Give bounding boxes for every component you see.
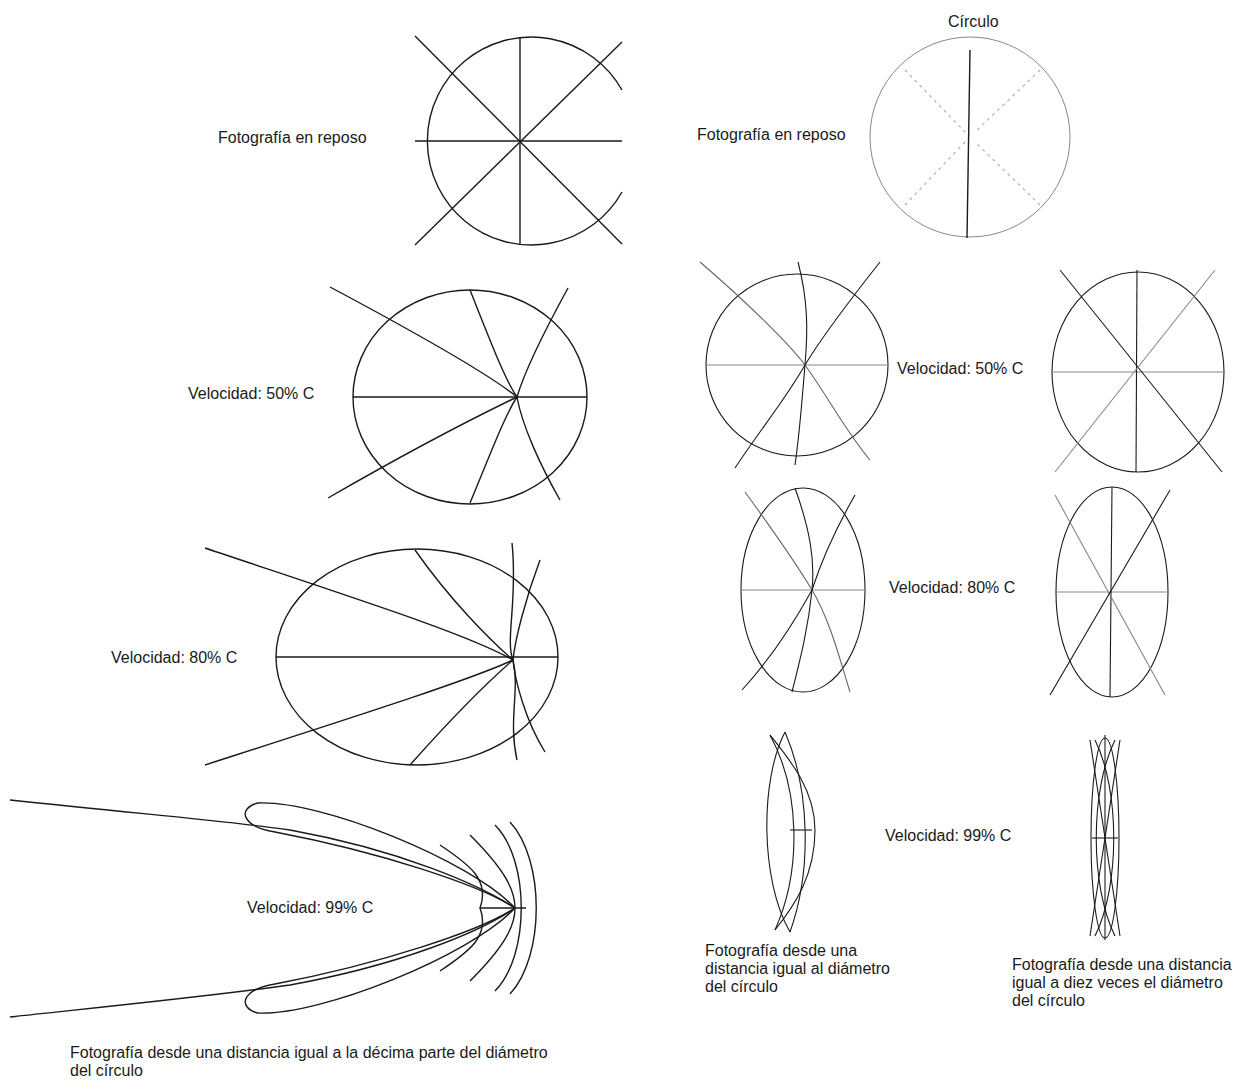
lobe-lower	[245, 908, 515, 1013]
caption-label: Fotografía desde una distancia igual a l…	[68, 1044, 562, 1080]
caption-label: Fotografía desde una distancia igual a d…	[1010, 956, 1240, 1010]
speed-label: Velocidad: 80% C	[887, 579, 1017, 597]
ellipse-50	[353, 290, 587, 504]
ellipse-80	[276, 549, 558, 765]
right-column	[700, 37, 1224, 940]
speed-label: Velocidad: 50% C	[895, 360, 1025, 378]
speed-label: Velocidad: 99% C	[245, 899, 375, 917]
caption-label: Fotografía desde una distancia igual al …	[703, 942, 897, 996]
view-label: Fotografía en reposo	[216, 129, 369, 147]
lobe-upper	[245, 803, 515, 908]
left-column	[10, 36, 622, 1017]
view-label: Fotografía en reposo	[695, 126, 848, 144]
title-label: Círculo	[946, 13, 1001, 31]
speed-label: Velocidad: 99% C	[883, 827, 1013, 845]
rest-circle-faint	[870, 37, 1070, 237]
speed-label: Velocidad: 50% C	[186, 385, 316, 403]
speed-label: Velocidad: 80% C	[109, 649, 239, 667]
